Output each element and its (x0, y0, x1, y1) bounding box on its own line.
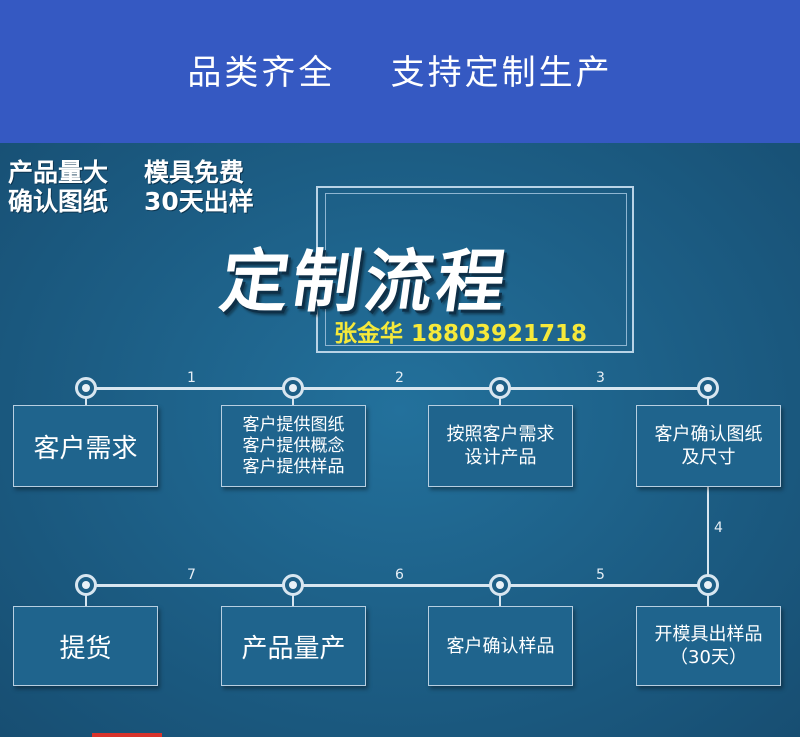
slogan-free-mold: 模具免费 (144, 158, 245, 187)
flow-node (489, 574, 511, 596)
slogan-confirm-drawing: 确认图纸 (8, 187, 109, 216)
main-title: 定制流程 (215, 243, 515, 322)
title-frame-inner (325, 193, 627, 346)
step-box-delivery: 提货 (13, 606, 158, 686)
step-number-4: 4 (714, 520, 723, 536)
step-box-confirm-drawing: 客户确认图纸 及尺寸 (636, 405, 781, 487)
step-box-customer-provides: 客户提供图纸 客户提供概念 客户提供样品 (221, 405, 366, 487)
flow-line-right-vertical (707, 487, 709, 584)
box-text: 设计产品 (464, 447, 537, 468)
banner-title: 品类齐全 支持定制生产 (187, 53, 613, 93)
flow-node (489, 377, 511, 399)
flow-node (75, 377, 97, 399)
flow-node (282, 377, 304, 399)
flow-node (697, 574, 719, 596)
flow-line-box8-top (85, 586, 87, 606)
flow-node (697, 377, 719, 399)
flow-node (75, 574, 97, 596)
slogan-30-day-sample: 30天出样 (144, 187, 254, 216)
box-text: 按照客户需求 (446, 424, 555, 445)
top-banner: 品类齐全 支持定制生产 (0, 0, 800, 143)
step-box-open-mold: 开模具出样品 （30天） (636, 606, 781, 686)
box-text: 产品量产 (241, 633, 346, 664)
box-text: 客户提供概念 (242, 435, 345, 456)
flow-line-top (86, 387, 708, 390)
step-box-confirm-sample: 客户确认样品 (428, 606, 573, 686)
step-number-7: 7 (187, 567, 196, 583)
slogan-large-volume: 产品量大 (8, 158, 109, 187)
step-number-1: 1 (187, 370, 196, 386)
contact-info: 张金华 18803921718 (334, 321, 588, 347)
box-text: 开模具出样品 (654, 624, 763, 645)
box-text: 提货 (59, 633, 112, 664)
step-number-3: 3 (596, 370, 605, 386)
step-number-2: 2 (395, 370, 404, 386)
box-text: （30天） (670, 647, 747, 668)
flow-line-bottom (86, 584, 708, 587)
box-text: 客户确认图纸 (654, 424, 763, 445)
flow-line-box5-top (707, 586, 709, 606)
step-number-6: 6 (395, 567, 404, 583)
step-box-mass-production: 产品量产 (221, 606, 366, 686)
box-text: 及尺寸 (681, 447, 736, 468)
flow-line-box6-top (499, 586, 501, 606)
flow-node (282, 574, 304, 596)
box-text: 客户提供图纸 (242, 414, 345, 435)
step-box-customer-demand: 客户需求 (13, 405, 158, 487)
bottom-accent-bar (92, 733, 162, 737)
title-frame-outer (316, 186, 634, 353)
box-text: 客户确认样品 (446, 635, 555, 657)
box-text: 客户需求 (33, 433, 138, 464)
box-text: 客户提供样品 (242, 456, 345, 477)
step-box-design-product: 按照客户需求 设计产品 (428, 405, 573, 487)
flow-line-box7-top (292, 586, 294, 606)
step-number-5: 5 (596, 567, 605, 583)
